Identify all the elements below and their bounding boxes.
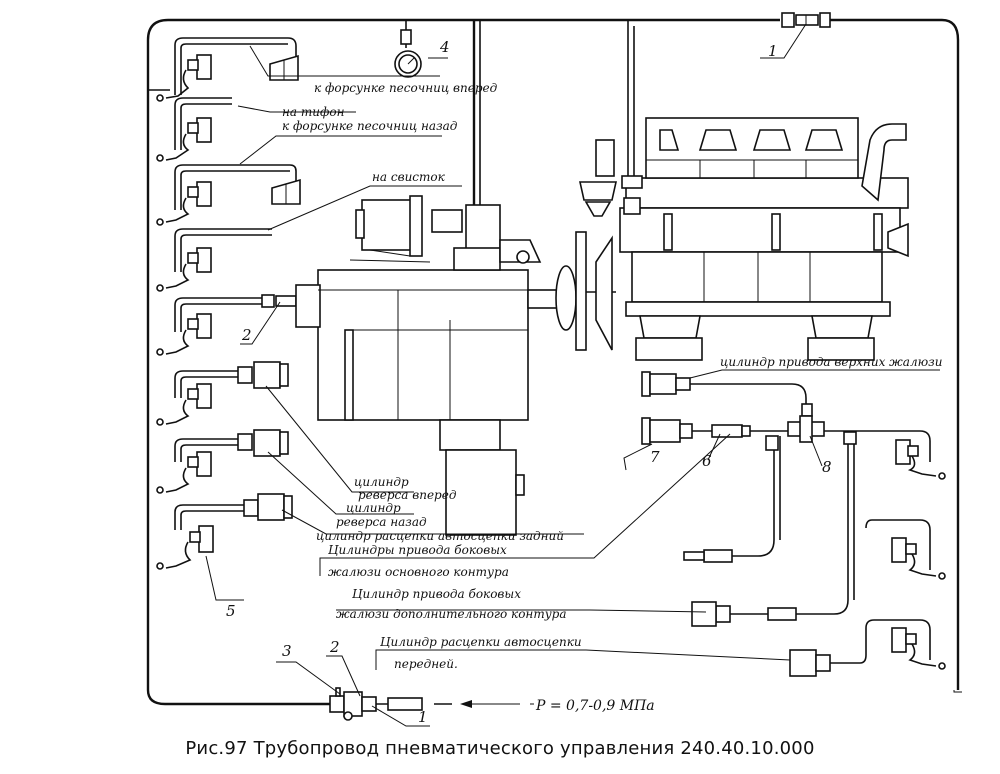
labels: к форсунке песочниц вперед на тифон к фо… [282,81,942,714]
label-pressure: P = 0,7-0,9 МПа [535,698,655,714]
transmission-body [295,195,616,536]
label-rear-coupler: цилиндр расцепки автосцепки задний [316,529,564,543]
left-cylinders [237,361,293,521]
label-reverse-fwd-2: реверса вперед [358,488,457,502]
callout-4: 4 [439,38,450,56]
center-pipes [394,20,481,262]
callout-2-mid: 2 [241,326,252,344]
label-typhon: на тифон [282,105,345,119]
label-reverse-fwd-1: цилиндр [354,475,409,489]
callout-7: 7 [650,448,660,466]
label-sander-back: к форсунке песочниц назад [282,119,458,133]
label-whistle: на свисток [372,170,446,184]
inlet-valves [329,687,452,721]
callout-1-bottom: 1 [418,708,428,726]
callout-5: 5 [226,602,236,620]
label-front-coupler-2: передней. [394,657,458,671]
left-nozzle-assemblies [148,37,301,570]
callout-1-top: 1 [768,42,778,60]
label-side-add-1: Цилиндр привода боковых [352,587,521,601]
label-reverse-back-1: цилиндр [346,501,401,515]
label-side-add-2: жалюзи дополнительного контура [336,607,567,621]
label-reverse-back-2: реверса назад [336,515,427,529]
label-front-coupler-1: Цилиндр расцепки автосцепки [380,635,582,649]
figure-caption: Рис.97 Трубопровод пневматического управ… [185,738,815,759]
label-side-main-1: Цилиндры привода боковых [328,543,507,557]
right-pneumatics [641,371,946,677]
label-top-blinds: цилиндр привода верхних жалюзи [720,355,942,369]
diesel-engine [579,20,909,361]
callout-numbers: 1 4 2 7 6 8 5 3 2 1 [226,38,832,726]
valve-1-top [781,12,831,28]
label-sander-forward: к форсунке песочниц вперед [314,81,498,95]
leader-lines [205,23,940,727]
callout-8: 8 [822,458,832,476]
main-pipe-loop [146,18,962,706]
callout-6: 6 [702,452,712,470]
label-side-main-2: жалюзи основного контура [328,565,509,579]
callout-2-bottom: 2 [329,638,340,656]
callout-3: 3 [282,642,292,660]
